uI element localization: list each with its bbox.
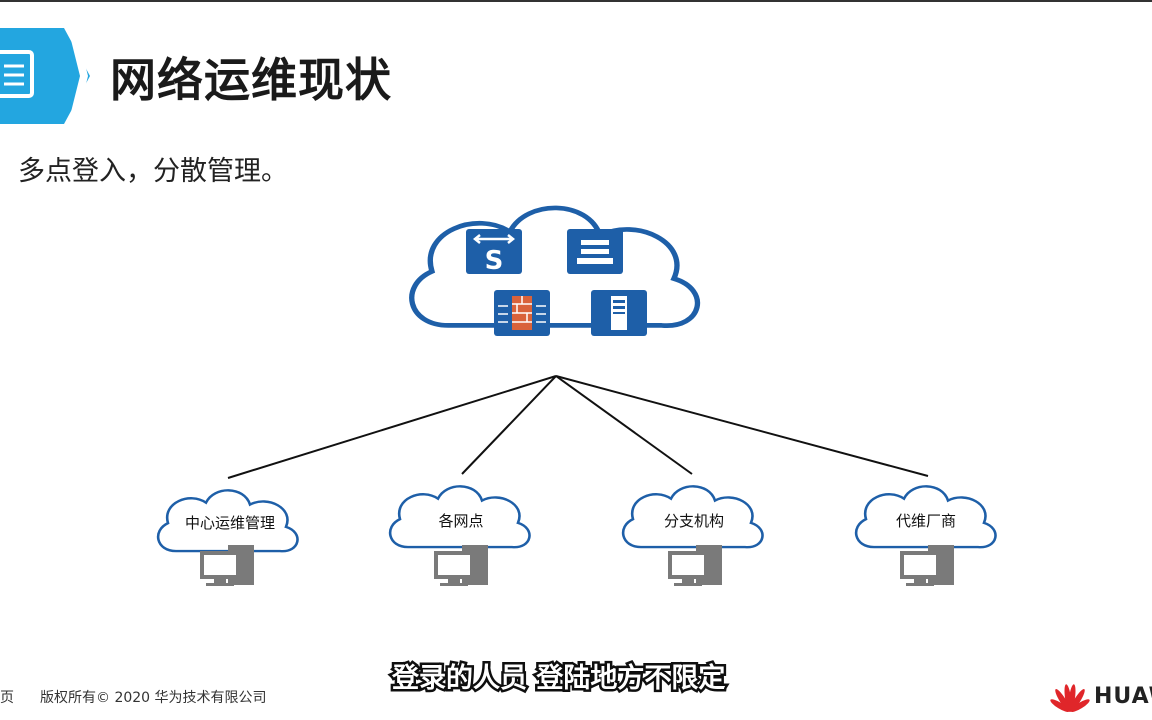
computer-icon	[668, 545, 722, 586]
page-title: 网络运维现状	[110, 53, 392, 107]
video-caption: 登录的人员 登陆地方不限定	[389, 661, 727, 697]
site-label: 各网点	[438, 512, 483, 530]
top-rule	[0, 0, 1152, 2]
link-line	[555, 375, 693, 475]
site-label: 分支机构	[664, 512, 724, 530]
brand-wordmark: HUAWEI	[1094, 684, 1152, 709]
footer-page-label: 页	[0, 690, 14, 706]
link-line	[227, 375, 557, 479]
link-line	[555, 375, 929, 477]
site-cloud-outsourced-vendor: 代维厂商	[854, 485, 997, 586]
central-cloud	[412, 208, 698, 326]
firewall-icon	[494, 290, 550, 336]
computer-icon	[200, 545, 254, 586]
site-cloud-branch-points: 各网点	[388, 485, 531, 586]
document-icon	[0, 28, 90, 124]
site-label: 中心运维管理	[185, 514, 275, 532]
computer-icon	[434, 545, 488, 586]
site-cloud-central-ops: 中心运维管理	[156, 489, 299, 586]
svg-text:S: S	[485, 246, 504, 276]
server-icon	[591, 290, 647, 336]
link-line	[461, 375, 557, 475]
router-icon	[567, 229, 623, 274]
huawei-logo-icon	[1050, 684, 1090, 713]
page-subtitle: 多点登入，分散管理。	[18, 156, 288, 187]
switch-icon: S	[466, 229, 522, 276]
site-cloud-branch-office: 分支机构	[621, 485, 764, 586]
site-label: 代维厂商	[896, 512, 956, 530]
computer-icon	[900, 545, 954, 586]
footer-copyright: 版权所有© 2020 华为技术有限公司	[40, 690, 267, 706]
